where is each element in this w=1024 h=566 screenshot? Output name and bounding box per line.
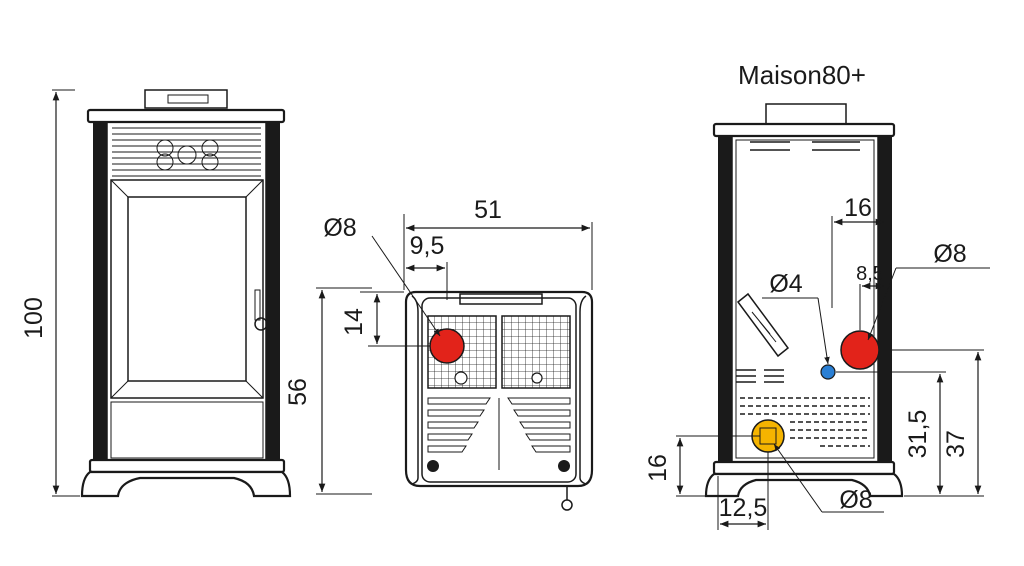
front-height-label: 100 xyxy=(20,297,48,339)
rear-horizontal-offset-label: 16 xyxy=(844,194,872,222)
rear-flue-outlet xyxy=(840,330,880,370)
left-side-panel xyxy=(93,122,107,460)
side-height-label: 56 xyxy=(284,378,312,406)
base-plinth xyxy=(88,458,286,474)
left-louvers xyxy=(427,397,491,453)
side-diameter-label: Ø8 xyxy=(323,214,356,242)
top-cap xyxy=(86,108,286,124)
door-frame xyxy=(110,179,264,399)
rear-air-diameter-label: Ø4 xyxy=(769,270,802,298)
door-hinge xyxy=(254,289,261,321)
control-panel xyxy=(144,89,228,109)
model-title: Maison80+ xyxy=(738,60,866,90)
rear-body xyxy=(731,135,879,463)
rear-inlet-diameter-label: Ø8 xyxy=(839,486,872,514)
rear-left-side xyxy=(718,136,732,462)
side-view: 51 9,5 Ø8 14 56 xyxy=(284,196,594,511)
display-screen xyxy=(167,94,209,104)
rear-outlet-offset-label: 8,5 xyxy=(856,263,884,285)
front-view: 100 xyxy=(20,89,292,498)
top-collar xyxy=(765,103,847,125)
ash-drawer-panel xyxy=(110,401,264,459)
door-handle xyxy=(254,317,268,331)
rear-air-height-label: 31,5 xyxy=(904,410,932,459)
door-glass xyxy=(127,196,247,382)
base-feet xyxy=(80,470,292,498)
flue-outlet xyxy=(429,328,465,364)
rear-inlet-height-label: 16 xyxy=(644,454,672,482)
rear-vents xyxy=(736,369,870,447)
rear-top-cap xyxy=(712,122,896,138)
rear-outlet-height-label: 37 xyxy=(942,430,970,458)
right-side-panel xyxy=(266,122,280,460)
top-flue-plate xyxy=(459,293,543,305)
side-offset-label: 9,5 xyxy=(410,232,445,260)
rear-right-side xyxy=(878,136,892,462)
rear-base-plinth xyxy=(712,460,896,476)
top-grille xyxy=(112,127,261,177)
right-louvers xyxy=(507,397,571,453)
rear-panel xyxy=(421,297,577,483)
rear-outlet-diameter-label: Ø8 xyxy=(933,240,966,268)
side-width-label: 51 xyxy=(474,196,502,224)
rear-view: Maison80+ xyxy=(644,60,990,530)
side-height-offset-label: 14 xyxy=(340,308,368,336)
mounting-bracket xyxy=(736,292,790,358)
rear-base-feet xyxy=(704,472,904,498)
air-intake-small xyxy=(820,364,836,380)
front-body xyxy=(106,121,267,461)
rear-inlet-offset-label: 12,5 xyxy=(719,494,768,522)
